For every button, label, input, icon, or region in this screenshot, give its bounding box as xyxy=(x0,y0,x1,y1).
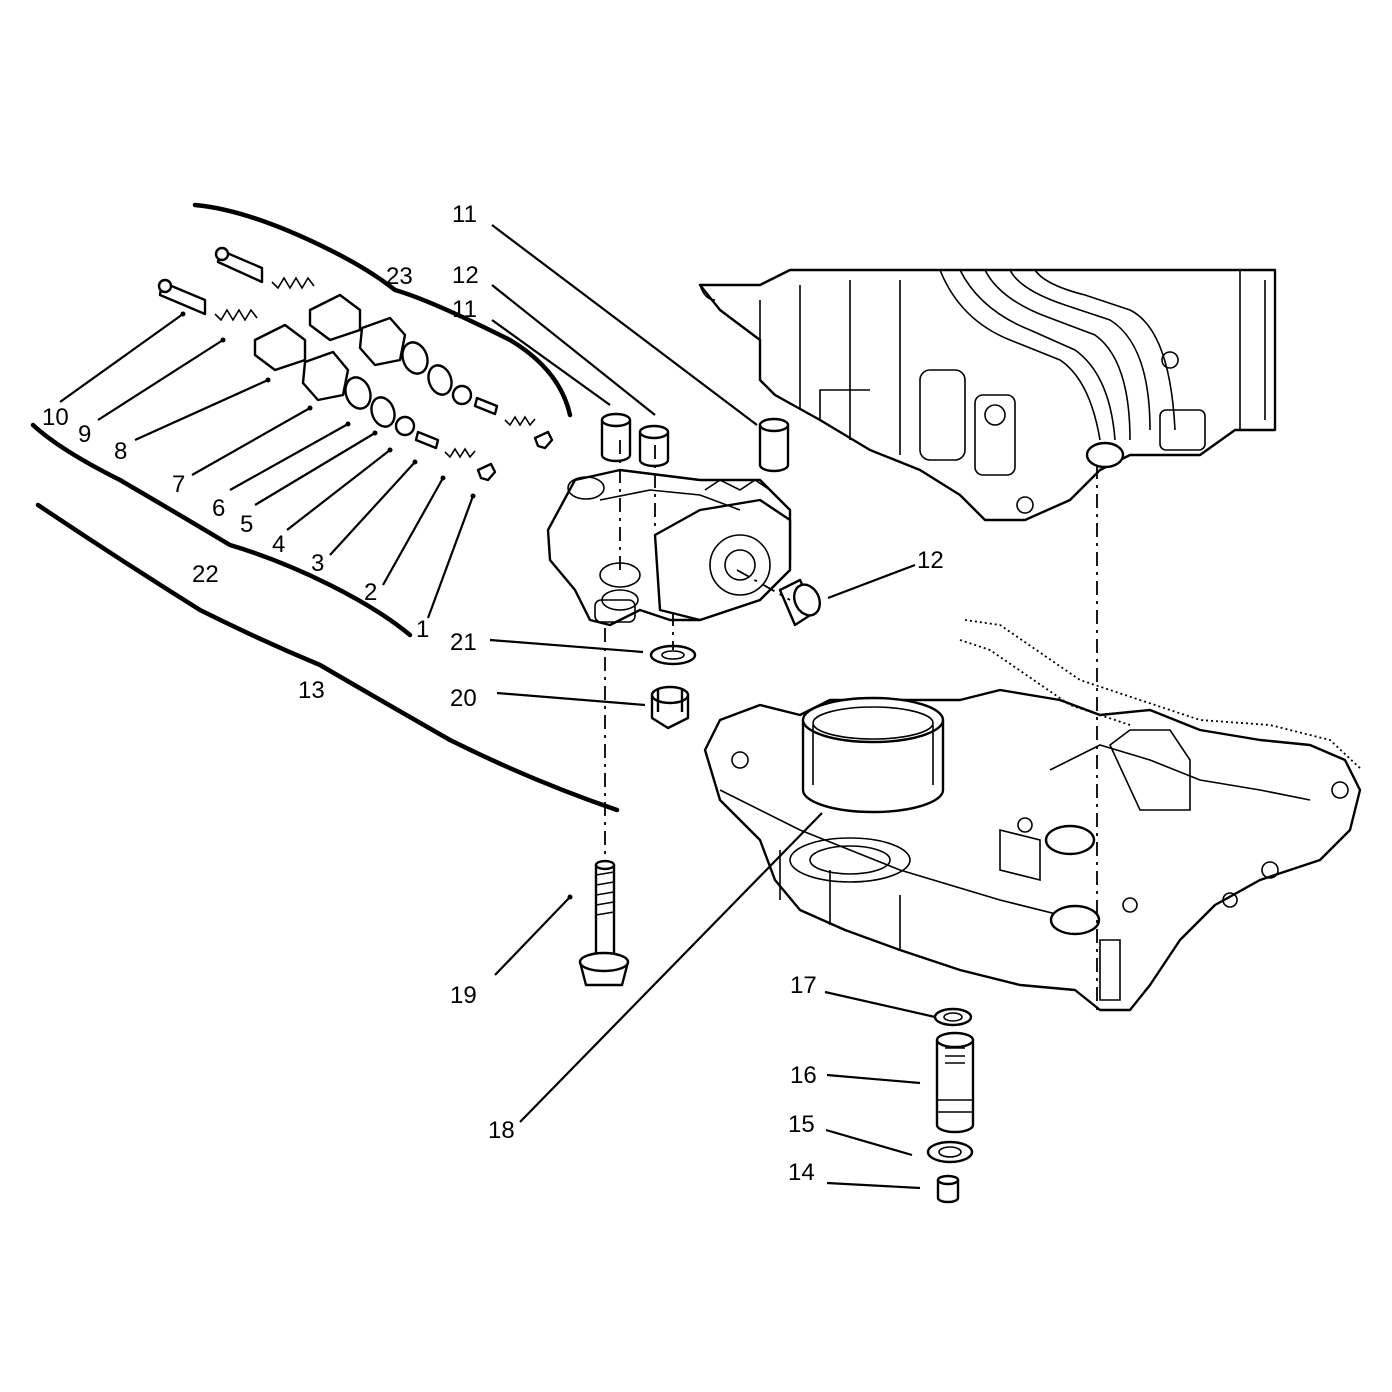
callout-21: 21 xyxy=(450,629,477,656)
callout-17: 17 xyxy=(790,972,817,999)
callout-18: 18 xyxy=(488,1117,515,1144)
callout-11-top: 11 xyxy=(452,201,477,228)
callout-12-right: 12 xyxy=(917,547,944,574)
callout-20: 20 xyxy=(450,685,477,712)
upper-housing xyxy=(698,268,1277,522)
callout-labels: 1 2 3 4 5 6 7 8 9 10 11 12 11 12 13 14 1… xyxy=(42,201,944,1186)
callout-10: 10 xyxy=(42,404,69,431)
bolt-19 xyxy=(578,859,630,987)
washer-and-plug xyxy=(649,644,697,730)
valve-row-upper xyxy=(214,246,554,450)
leader-lines xyxy=(59,224,936,1190)
alignment-lines xyxy=(604,440,1098,1010)
callout-16: 16 xyxy=(790,1062,817,1089)
callout-22: 22 xyxy=(192,561,219,588)
group-brackets xyxy=(30,202,620,813)
callout-13: 13 xyxy=(298,677,325,704)
callout-11-mid: 11 xyxy=(452,296,477,323)
seal-ring-18 xyxy=(801,696,945,814)
callout-4: 4 xyxy=(272,531,285,558)
lower-housing xyxy=(703,619,1363,1012)
callout-7: 7 xyxy=(172,471,185,498)
valve-row-lower xyxy=(157,278,497,482)
dowel-bushings xyxy=(600,412,822,627)
pump-body xyxy=(546,468,792,627)
callout-12-top: 12 xyxy=(452,262,479,289)
callout-5: 5 xyxy=(240,511,253,538)
callout-1: 1 xyxy=(416,616,429,643)
callout-19: 19 xyxy=(450,982,477,1009)
callout-15: 15 xyxy=(788,1111,815,1138)
callout-23: 23 xyxy=(386,263,413,290)
callout-8: 8 xyxy=(114,438,127,465)
callout-3: 3 xyxy=(311,550,324,577)
callout-2: 2 xyxy=(364,579,377,606)
callout-14: 14 xyxy=(788,1159,815,1186)
callout-9: 9 xyxy=(78,421,91,448)
callout-6: 6 xyxy=(212,495,225,522)
parts-14-17 xyxy=(926,1007,975,1204)
